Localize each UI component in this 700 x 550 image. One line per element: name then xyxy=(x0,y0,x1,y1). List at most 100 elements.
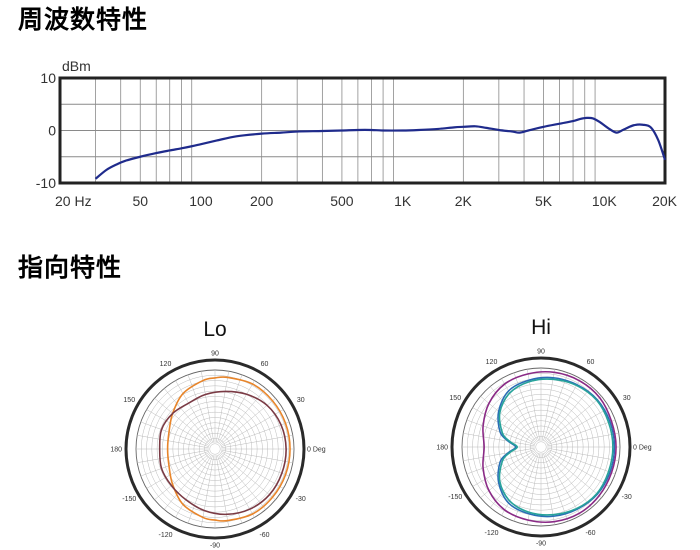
polar-spoke xyxy=(463,447,535,461)
polar-spoke xyxy=(219,398,276,446)
polar-spoke xyxy=(215,371,229,443)
polar-spoke xyxy=(547,447,619,461)
polar-spoke xyxy=(217,380,255,444)
polar-spoke xyxy=(546,448,616,475)
polar-spoke xyxy=(175,454,213,518)
polar-spoke xyxy=(146,451,210,489)
polar-spoke xyxy=(218,453,266,510)
polar-spoke xyxy=(164,388,212,445)
polar-spoke xyxy=(220,421,290,448)
polar-series-line xyxy=(482,370,617,524)
polar-spoke xyxy=(501,378,539,442)
polar-angle-label: 150 xyxy=(449,395,461,402)
polar-angle-label: -150 xyxy=(448,494,462,501)
polar-spoke xyxy=(201,371,215,443)
polar-angle-label: -30 xyxy=(622,494,632,501)
polar-spoke xyxy=(221,435,293,449)
polar-angle-label: 120 xyxy=(160,361,172,368)
plot-frame xyxy=(58,76,667,185)
polar-spoke xyxy=(220,451,284,489)
polar-spoke xyxy=(546,407,610,445)
polar-angle-label: 60 xyxy=(587,359,595,366)
polar-spoke xyxy=(216,374,243,444)
polar-angle-label: 90 xyxy=(537,349,545,356)
polar-spoke xyxy=(480,396,537,444)
polar-spoke xyxy=(175,380,213,444)
polar-angle-label: 180 xyxy=(110,447,122,454)
polar-spoke xyxy=(545,450,602,498)
polar-spoke xyxy=(154,398,211,446)
polar-angle-label: -120 xyxy=(158,532,172,539)
frequency-response-line xyxy=(94,116,667,180)
polar-angle-label: 0 Deg xyxy=(633,445,652,452)
polar-series-line xyxy=(497,376,616,518)
polar-spoke xyxy=(472,407,536,445)
polar-spoke xyxy=(218,388,266,445)
polar-title: Hi xyxy=(531,316,551,339)
polar-angle-label: -60 xyxy=(259,532,269,539)
polar-spoke xyxy=(544,386,592,443)
polar-outer-ring xyxy=(124,358,306,540)
polar-spoke xyxy=(543,378,581,442)
polar-spoke xyxy=(220,450,290,477)
polar-angle-label: -60 xyxy=(585,530,595,537)
polar-spoke xyxy=(541,453,555,525)
polar-grid xyxy=(135,369,295,529)
polar-series-line xyxy=(166,376,291,522)
x-tick-label: 20K xyxy=(652,193,678,209)
polar-spoke xyxy=(490,386,538,443)
polar-spoke xyxy=(543,452,581,516)
y-axis-label: dBm xyxy=(62,58,91,74)
polar-spoke xyxy=(542,452,569,522)
x-tick-label: 10K xyxy=(592,193,618,209)
polar-spoke xyxy=(146,409,210,447)
y-tick-label: 0 xyxy=(48,123,56,139)
polar-spoke xyxy=(137,449,209,463)
x-tick-label: 2K xyxy=(455,193,473,209)
section-title-frequency: 周波数特性 xyxy=(18,5,149,34)
x-tick-label: 50 xyxy=(132,193,148,209)
polar-angle-label: 60 xyxy=(261,361,269,368)
polar-angle-label: 150 xyxy=(123,397,135,404)
polar-grid-circle xyxy=(535,441,547,453)
x-tick-label: 1K xyxy=(394,193,412,209)
polar-grid xyxy=(461,367,621,527)
polar-spoke xyxy=(220,409,284,447)
polar-angle-label: -90 xyxy=(210,543,220,550)
polar-spoke xyxy=(201,455,215,527)
y-tick-label: 10 xyxy=(40,70,56,86)
polar-spoke xyxy=(544,451,592,508)
polar-outer-ring xyxy=(450,356,632,538)
polar-spoke xyxy=(480,450,537,498)
polar-spoke xyxy=(140,450,210,477)
polar-spoke xyxy=(472,449,536,487)
polar-angle-label: 30 xyxy=(297,397,305,404)
polar-series-line xyxy=(498,378,614,516)
polar-spoke xyxy=(546,419,616,446)
polar-angle-label: -150 xyxy=(122,496,136,503)
polar-angle-label: 30 xyxy=(623,395,631,402)
x-tick-label: 20 Hz xyxy=(55,193,92,209)
polar-spoke xyxy=(137,435,209,449)
polar-angle-label: -90 xyxy=(536,541,546,548)
polar-spoke xyxy=(217,454,255,518)
x-tick-label: 5K xyxy=(535,193,553,209)
polar-angle-label: 90 xyxy=(211,351,219,358)
x-tick-label: 200 xyxy=(250,193,274,209)
polar-angle-label: 180 xyxy=(436,445,448,452)
polar-spoke xyxy=(140,421,210,448)
polar-angle-label: -30 xyxy=(296,496,306,503)
polar-title: Lo xyxy=(203,318,226,341)
x-tick-label: 500 xyxy=(330,193,354,209)
polar-spoke xyxy=(546,449,610,487)
polar-spoke xyxy=(216,454,243,524)
polar-spoke xyxy=(542,372,569,442)
polar-spoke xyxy=(545,396,602,444)
polar-spoke xyxy=(547,433,619,447)
polar-grid-circle xyxy=(209,443,221,455)
polar-spoke xyxy=(164,453,212,510)
polar-series-line xyxy=(158,390,287,516)
x-tick-label: 100 xyxy=(189,193,213,209)
